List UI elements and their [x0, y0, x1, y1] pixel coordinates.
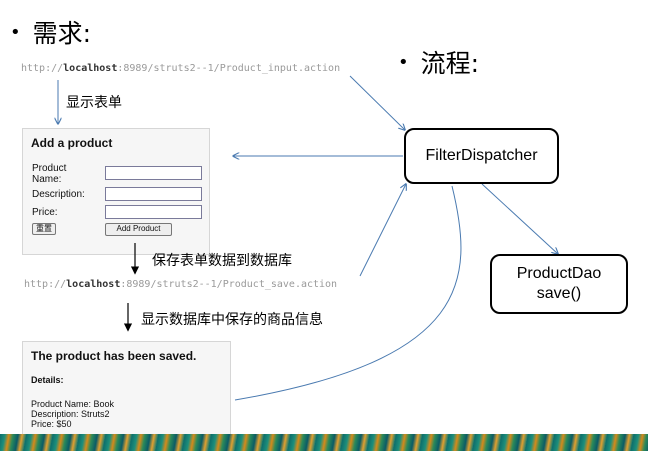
price-label: Price: [32, 207, 58, 218]
arrow-input-url-to-dispatcher [349, 75, 405, 130]
product-dao-node: ProductDao save() [490, 254, 628, 314]
add-product-form: Add a product Product Name: Description:… [22, 128, 210, 255]
description-input[interactable] [105, 187, 202, 201]
requirements-heading-text: 需求: [32, 19, 92, 48]
bullet-dot: • [398, 51, 409, 73]
product-name-input[interactable] [105, 166, 202, 180]
url-prefix: http:// [24, 279, 67, 290]
caption-save-to-db: 保存表单数据到数据库 [152, 253, 292, 269]
saved-details-label: Details: [31, 375, 64, 385]
form-title: Add a product [31, 136, 113, 150]
product-saved-panel: The product has been saved. Details: Pro… [22, 341, 231, 449]
url-path: :8989/struts2--1/Product_input.action [117, 63, 341, 74]
bullet-dot: • [10, 21, 21, 43]
caption-show-saved: 显示数据库中保存的商品信息 [141, 312, 323, 328]
url-host: localhost [63, 63, 118, 74]
url-prefix: http:// [21, 63, 64, 74]
flow-heading-text: 流程: [420, 49, 480, 78]
add-product-button[interactable]: Add Product [105, 223, 172, 236]
reset-button[interactable]: 重置 [32, 223, 56, 235]
description-label: Description: [32, 189, 85, 200]
save-action-url: http://localhost:8989/struts2--1/Product… [24, 279, 337, 290]
caption-show-form: 显示表单 [66, 95, 122, 111]
saved-price: Price: $50 [31, 419, 72, 429]
filter-dispatcher-label: FilterDispatcher [425, 147, 538, 164]
product-name-label: Product Name: [32, 163, 67, 185]
url-host: localhost [66, 279, 121, 290]
saved-title: The product has been saved. [31, 349, 197, 363]
bottom-decorative-strip [0, 434, 648, 451]
filter-dispatcher-node: FilterDispatcher [404, 128, 559, 184]
url-path: :8989/struts2--1/Product_save.action [120, 279, 338, 290]
arrow-dispatcher-to-dao [481, 183, 558, 254]
saved-description: Description: Struts2 [31, 409, 110, 419]
product-dao-label: ProductDao [516, 265, 602, 282]
price-input[interactable] [105, 205, 202, 219]
curve-dispatcher-to-saved [234, 185, 462, 401]
requirements-heading: • 需求: [10, 14, 91, 50]
arrow-save-url-to-dispatcher [359, 184, 406, 277]
input-action-url: http://localhost:8989/struts2--1/Product… [21, 63, 340, 74]
flow-heading: • 流程: [398, 44, 479, 80]
saved-product-name: Product Name: Book [31, 399, 115, 409]
product-dao-method: save() [536, 285, 582, 302]
